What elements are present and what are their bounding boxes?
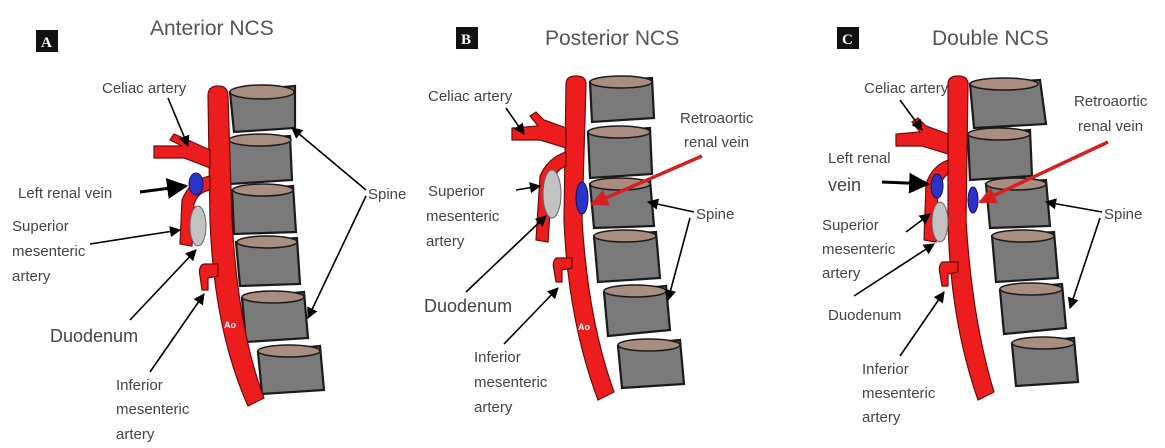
panel-a-letter: A: [41, 35, 52, 51]
label-spine: Spine: [696, 206, 734, 223]
retroaortic-renal-vein: [968, 187, 978, 213]
celiac-artery: [896, 118, 948, 154]
duodenum: [932, 202, 948, 242]
panel-c-letter: C: [842, 32, 853, 48]
label-sma-line3: artery: [822, 265, 861, 282]
label-ima-line1: Inferior: [116, 377, 163, 394]
label-retro-line2: renal vein: [684, 134, 749, 151]
label-ima-line2: mesenteric: [116, 401, 190, 418]
aorta-label: Ao: [224, 320, 236, 330]
label-duodenum: Duodenum: [424, 296, 512, 316]
duodenum: [543, 170, 561, 218]
spine-vertebrae: [968, 78, 1078, 386]
label-ima-line2: mesenteric: [862, 385, 936, 402]
label-lrv-line1: Left renal: [828, 150, 891, 167]
aorta-label: Ao: [578, 322, 590, 332]
celiac-artery: [154, 134, 210, 168]
panel-a: A Anterior NCS Ao Cel: [12, 17, 406, 443]
spine-vertebrae: [588, 76, 684, 388]
panel-b: B Posterior NCS Ao Celiac artery Retroao…: [424, 27, 754, 416]
celiac-artery: [512, 112, 566, 148]
panel-b-letter: B: [461, 32, 471, 48]
panel-b-title: Posterior NCS: [545, 27, 679, 50]
label-retro-line1: Retroaortic: [680, 110, 754, 127]
label-sma-line3: artery: [12, 268, 51, 285]
label-ima-line2: mesenteric: [474, 374, 548, 391]
label-sma-line1: Superior: [12, 218, 69, 235]
label-spine: Spine: [368, 186, 406, 203]
retroaortic-renal-vein: [576, 182, 588, 214]
panel-c-title: Double NCS: [932, 27, 1049, 50]
label-ima-line1: Inferior: [862, 361, 909, 378]
panel-a-title: Anterior NCS: [150, 17, 274, 40]
label-celiac-artery: Celiac artery: [864, 80, 949, 97]
label-retro-line1: Retroaortic: [1074, 93, 1148, 110]
label-ima-line3: artery: [862, 409, 901, 426]
label-celiac-artery: Celiac artery: [428, 88, 513, 105]
label-retro-line2: renal vein: [1078, 118, 1143, 135]
label-sma-line1: Superior: [428, 183, 485, 200]
label-sma-line3: artery: [426, 233, 465, 250]
label-sma-line2: mesenteric: [822, 241, 896, 258]
duodenum: [190, 206, 206, 246]
label-spine: Spine: [1104, 206, 1142, 223]
label-ima-line3: artery: [474, 399, 513, 416]
label-duodenum: Duodenum: [828, 307, 901, 324]
label-sma-line2: mesenteric: [426, 208, 500, 225]
panel-c: C Double NCS Ao Celiac artery Retroaorti…: [822, 27, 1148, 426]
label-sma-line2: mesenteric: [12, 243, 86, 260]
label-ima-line3: artery: [116, 426, 155, 443]
aorta-label: Ao: [988, 342, 1000, 352]
left-renal-vein: [931, 174, 943, 198]
label-celiac-artery: Celiac artery: [102, 80, 187, 97]
label-ima-line1: Inferior: [474, 349, 521, 366]
label-sma-line1: Superior: [822, 217, 879, 234]
label-duodenum: Duodenum: [50, 326, 138, 346]
label-lrv-line2: vein: [828, 175, 861, 195]
left-renal-vein: [189, 173, 203, 195]
label-left-renal-vein: Left renal vein: [18, 185, 112, 202]
